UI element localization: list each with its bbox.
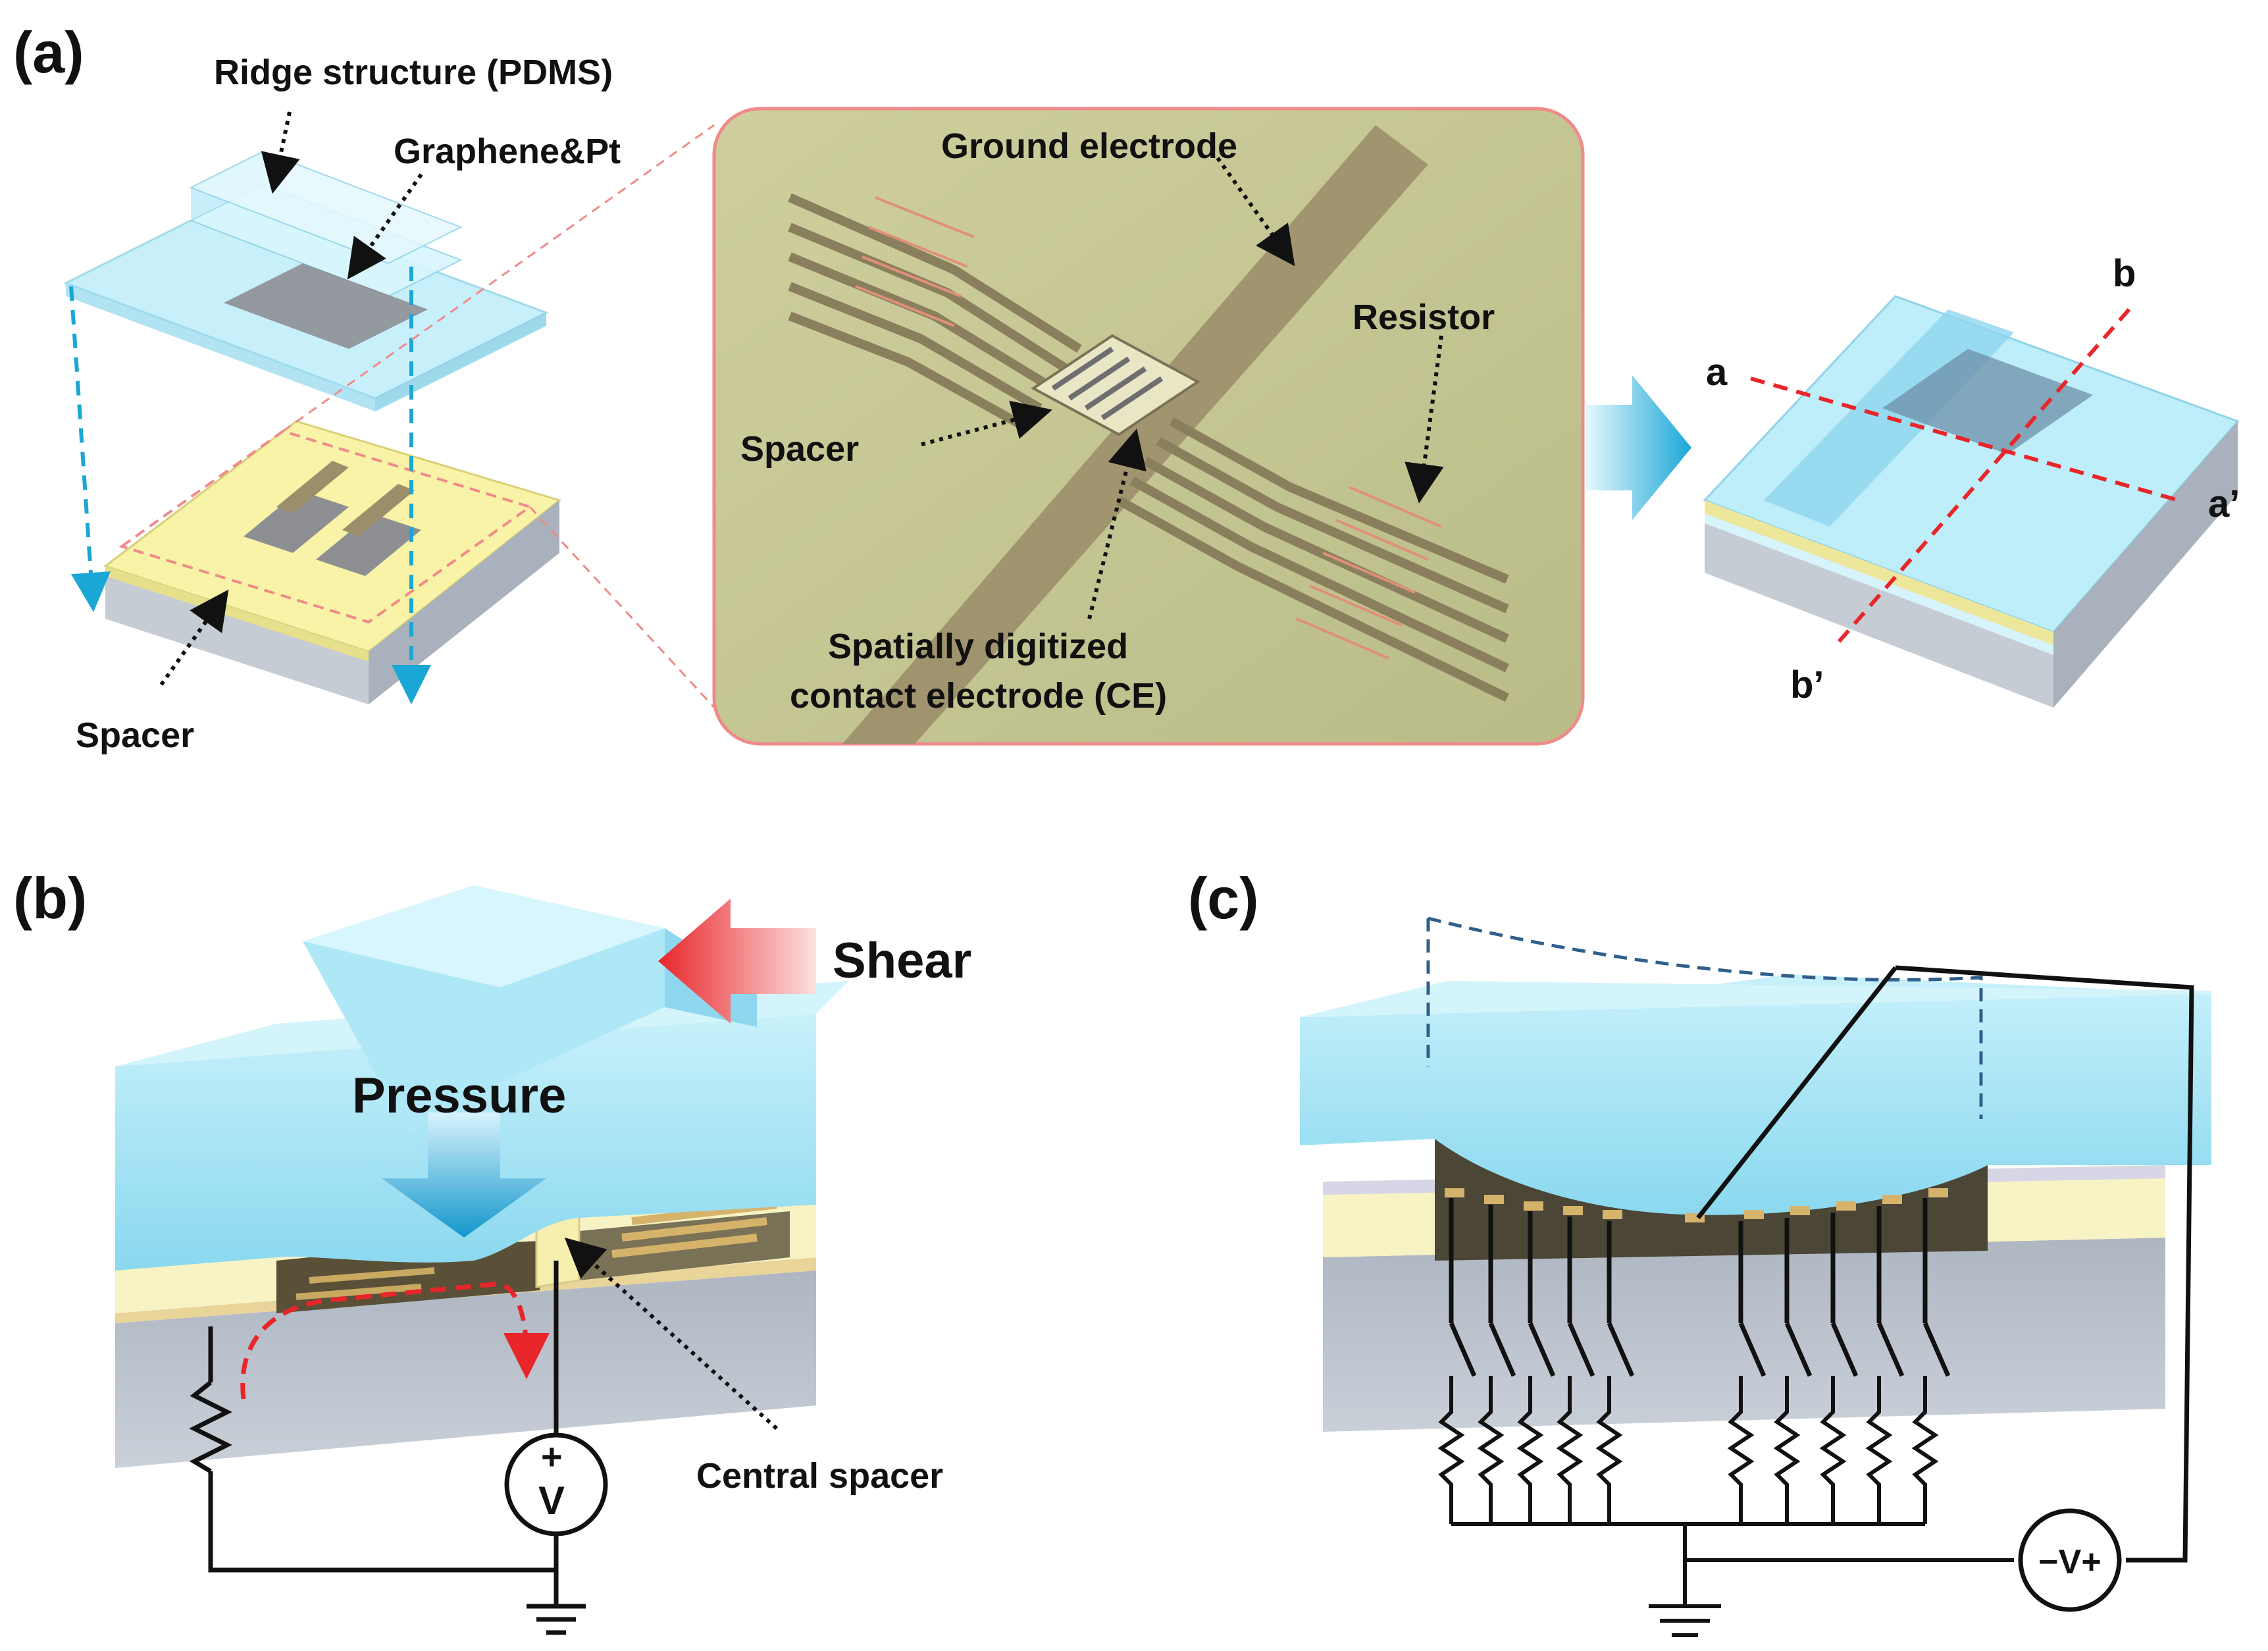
label-ground-electrode: Ground electrode bbox=[941, 126, 1237, 166]
shear-arrow bbox=[658, 899, 816, 1024]
label-ce-line1: Spatially digitized bbox=[828, 627, 1128, 666]
pressure-arrow bbox=[382, 1113, 546, 1238]
label-shear: Shear bbox=[833, 933, 971, 989]
assembly-arrow-left bbox=[69, 286, 111, 612]
panel-a: (a) bbox=[13, 20, 2240, 755]
label-section-a: a bbox=[1706, 351, 1728, 394]
panel-b-label: (b) bbox=[13, 866, 87, 931]
pdms-top-layer bbox=[63, 150, 549, 411]
ce-pattern-small bbox=[244, 461, 421, 576]
ce-fingers-right bbox=[1116, 417, 1510, 702]
panel-c-label: (c) bbox=[1188, 866, 1259, 931]
panel-c: (c) bbox=[1188, 866, 2211, 1637]
section-line-b bbox=[1831, 308, 2131, 650]
assembly-flow-arrow bbox=[1586, 375, 1691, 520]
section-line-a bbox=[1750, 377, 2179, 502]
label-resistor: Resistor bbox=[1353, 298, 1495, 337]
ce-fingers-left bbox=[788, 193, 1082, 432]
label-section-a-prime: a’ bbox=[2208, 483, 2240, 525]
voltage-plus-b: + bbox=[541, 1436, 563, 1477]
central-spacer-zoom bbox=[1031, 334, 1200, 436]
label-spacer-zoom: Spacer bbox=[740, 429, 859, 469]
circuit-b bbox=[189, 1261, 586, 1635]
resistor-b bbox=[189, 1380, 232, 1474]
assembled-device: a a’ b b’ bbox=[1703, 252, 2240, 708]
panel-a-label: (a) bbox=[13, 20, 84, 85]
zoom-view: Ground electrode Resistor Spacer Spatial… bbox=[712, 107, 1585, 746]
label-graphene-pt: Graphene&Pt bbox=[394, 132, 621, 171]
zoom-region-box bbox=[118, 429, 533, 624]
graphene-pt-film bbox=[224, 263, 428, 349]
spacer-device bbox=[103, 420, 562, 704]
resistor-array-c bbox=[1437, 1376, 2014, 1637]
switch-array-c bbox=[1449, 965, 2194, 1563]
voltage-source-c bbox=[2018, 1508, 2122, 1612]
voltage-source-b bbox=[504, 1432, 608, 1536]
current-path bbox=[240, 1281, 550, 1400]
label-central-spacer: Central spacer bbox=[696, 1456, 943, 1496]
contact-pads-c bbox=[1445, 1188, 1948, 1222]
label-section-b: b bbox=[2113, 252, 2136, 295]
label-pressure: Pressure bbox=[352, 1068, 566, 1124]
panel-b: (b) Shear bbox=[13, 866, 971, 1635]
label-section-b-prime: b’ bbox=[1790, 664, 1824, 706]
label-ridge-structure: Ridge structure (PDMS) bbox=[214, 53, 613, 92]
label-source-c: −V+ bbox=[2038, 1543, 2101, 1581]
label-ce-line2: contact electrode (CE) bbox=[790, 676, 1167, 716]
assembled-graphene bbox=[1882, 349, 2093, 454]
label-source-v: V bbox=[538, 1479, 565, 1523]
pdms-deformed-c bbox=[1300, 974, 2211, 1215]
label-spacer-left: Spacer bbox=[76, 716, 194, 755]
undeformed-outline bbox=[1426, 916, 1983, 1119]
